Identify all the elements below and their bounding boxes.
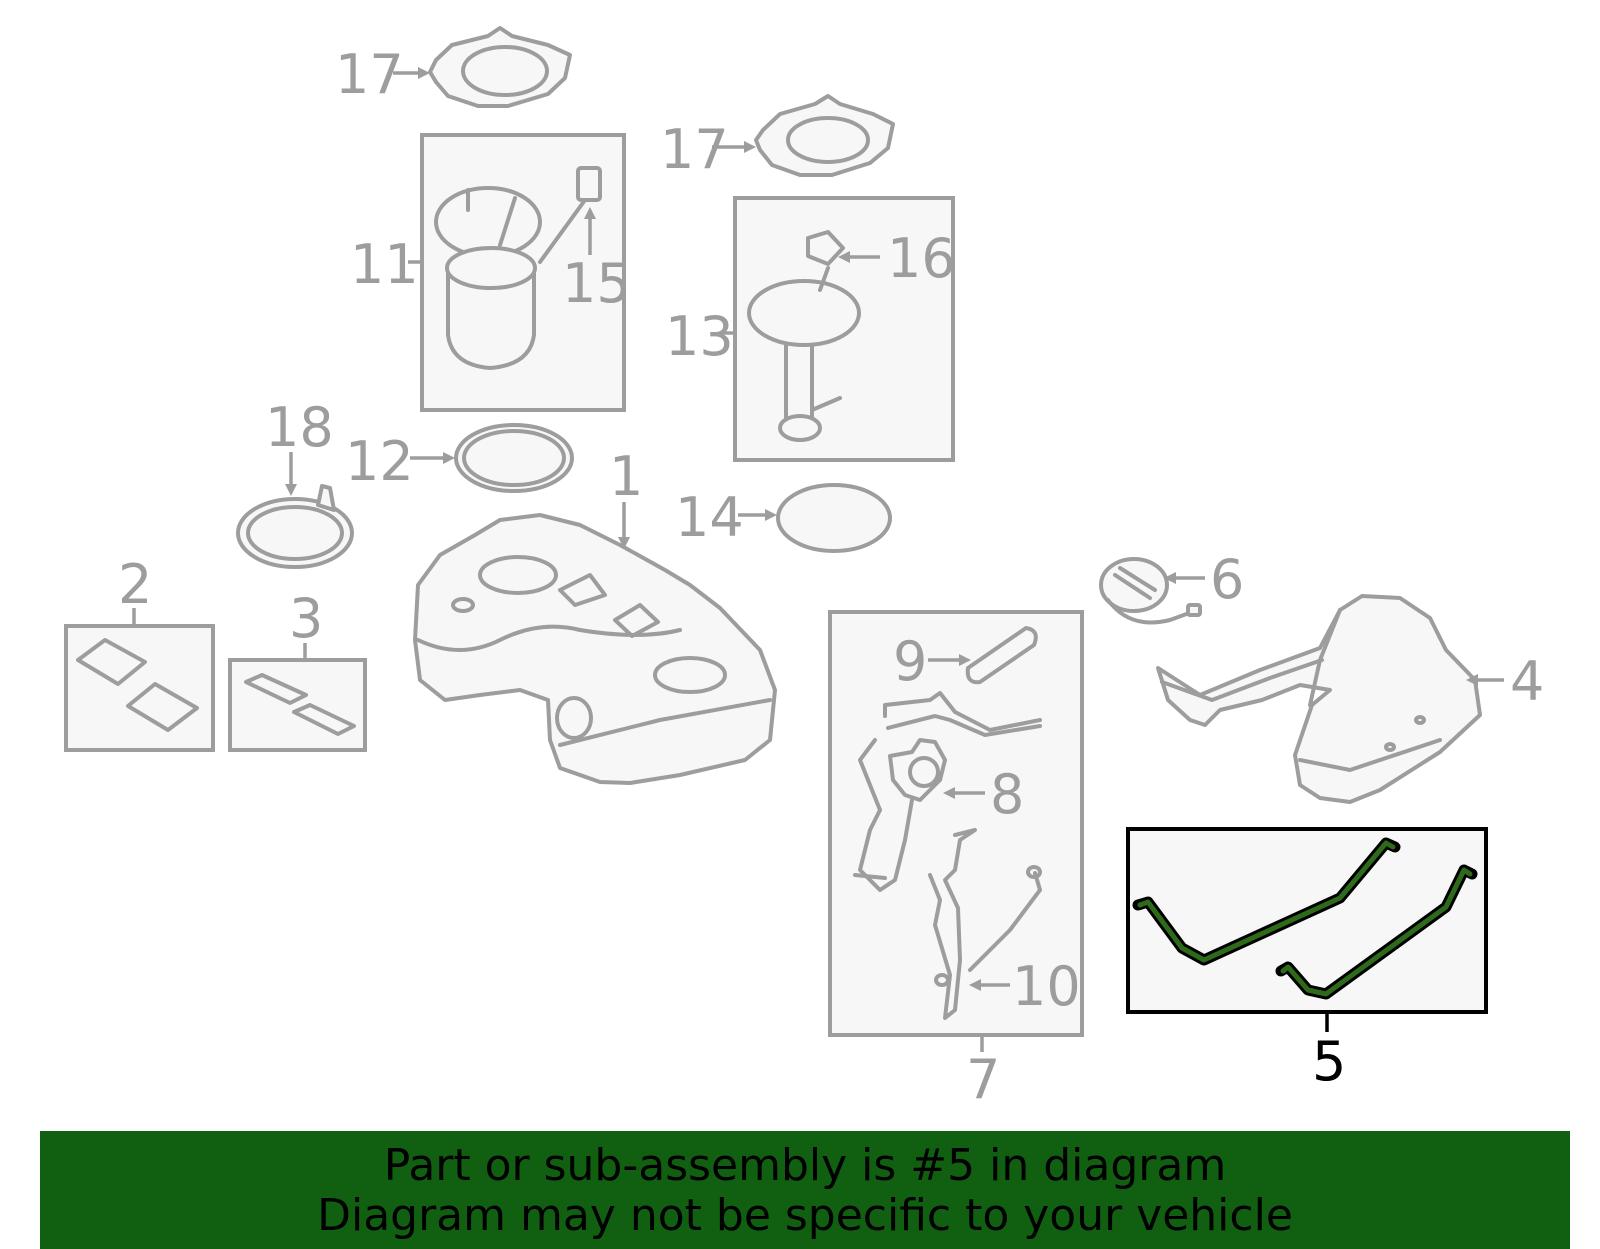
callout-9: 9 xyxy=(893,630,927,693)
part-7-filler-pipe-assembly xyxy=(853,626,1042,1020)
callout-16: 16 xyxy=(887,227,956,290)
callout-12: 12 xyxy=(345,430,414,493)
callout-1: 1 xyxy=(609,445,643,508)
callout-6: 6 xyxy=(1210,548,1244,611)
callout-5: 5 xyxy=(1312,1030,1346,1093)
part-11-fuel-pump xyxy=(434,166,602,370)
callout-10: 10 xyxy=(1012,955,1081,1018)
part-2-pads xyxy=(76,638,199,732)
callout-8: 8 xyxy=(990,763,1024,826)
part-2-box[interactable] xyxy=(64,624,215,752)
part-18-lock-ring[interactable] xyxy=(236,484,354,569)
part-1-fuel-tank[interactable] xyxy=(413,513,777,785)
callout-11: 11 xyxy=(350,233,419,296)
part-17-lock-ring-second[interactable] xyxy=(754,94,895,177)
part-17-lock-ring-top[interactable] xyxy=(428,26,572,108)
part-3-pads xyxy=(244,673,356,736)
callout-15: 15 xyxy=(562,252,631,315)
part-4-heat-shield[interactable] xyxy=(1156,594,1482,804)
info-banner: Part or sub-assembly is #5 in diagram Di… xyxy=(40,1131,1570,1249)
banner-line-2: Diagram may not be specific to your vehi… xyxy=(317,1190,1293,1241)
callout-13: 13 xyxy=(665,305,734,368)
part-13-sending-unit xyxy=(747,230,861,442)
part-3-box[interactable] xyxy=(228,658,367,752)
part-12-gasket[interactable] xyxy=(454,423,574,493)
part-14-gasket[interactable] xyxy=(776,483,892,553)
callout-4: 4 xyxy=(1510,650,1544,713)
part-6-fuel-cap[interactable] xyxy=(1099,557,1202,625)
callout-3: 3 xyxy=(289,587,323,650)
part-5-tank-straps xyxy=(1132,837,1478,1000)
callout-2: 2 xyxy=(118,553,152,616)
callout-17b: 17 xyxy=(660,118,729,181)
banner-line-1: Part or sub-assembly is #5 in diagram xyxy=(383,1140,1227,1191)
callout-14: 14 xyxy=(675,486,744,549)
callout-7: 7 xyxy=(966,1048,1000,1111)
callout-17a: 17 xyxy=(335,43,404,106)
callout-18: 18 xyxy=(265,396,334,459)
